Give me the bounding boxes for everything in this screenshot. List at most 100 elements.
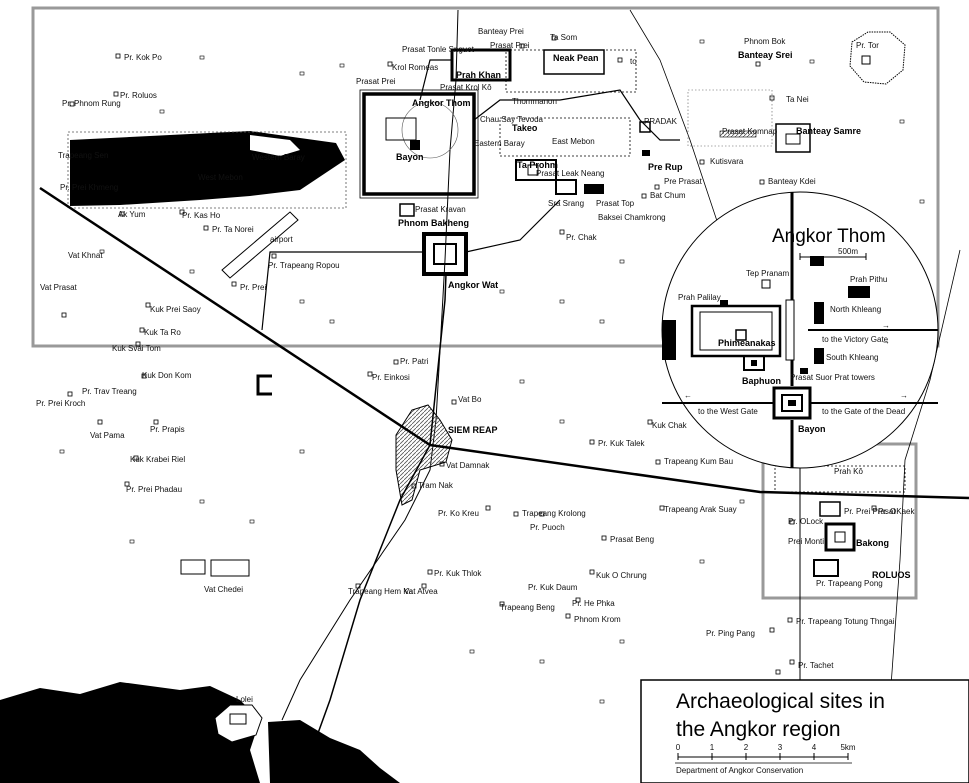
inset-prah-pithu-2	[810, 256, 824, 266]
site-label: Kuk Prei Saoy	[150, 305, 201, 314]
western-baray-inlet	[250, 135, 300, 156]
credit-label: Department of Angkor Conservation	[676, 766, 803, 775]
inset-royal-palace-inner	[699, 311, 773, 351]
angkor-thom-wall	[362, 92, 476, 196]
site-label: Pr. Trapeang Ropou	[268, 261, 340, 270]
jayatataka-baray	[505, 49, 637, 93]
inset-south-khleang	[814, 348, 824, 364]
site-label: Pr. OLock	[788, 517, 824, 526]
road-north	[429, 273, 447, 446]
phnom-bok-temple	[861, 55, 871, 65]
site-label: Trapeang Sen	[58, 151, 108, 160]
site-label: Prei Monti	[788, 537, 824, 546]
site-label: Trapeang Beng	[500, 603, 555, 612]
bakong-outer	[824, 522, 856, 552]
site-label: Pr. Trapeang Pong	[816, 579, 883, 588]
scale-tick-label: 3	[778, 743, 783, 752]
site-label: Prah Kô	[834, 467, 863, 476]
road-nw	[39, 186, 431, 447]
site-label: Prasat Krol Kô	[440, 83, 492, 92]
inset-label: Tep Pranam	[746, 269, 789, 278]
site-label: Pre Prasat	[664, 177, 703, 186]
prah-khan-enclosure	[450, 48, 512, 82]
site-label: Ak Yum	[118, 210, 146, 219]
site-label: Pr. Prei Kroch	[36, 399, 85, 408]
scale-ticks	[677, 753, 849, 760]
site-label: Pr. Prei Phadau	[126, 485, 182, 494]
main-site-label: TONLE SAP	[186, 742, 237, 752]
site-label: West Mebon	[198, 173, 243, 182]
inset-terrace	[785, 299, 795, 361]
bakong-inner	[834, 531, 846, 543]
inset-label: Prasat Suor Prat towers	[790, 373, 875, 382]
inset-north-khleang	[814, 302, 824, 324]
main-site-label: Banteay Srei	[738, 50, 793, 60]
site-label: East Mebon	[552, 137, 595, 146]
site-label: Prasat Beng	[610, 535, 654, 544]
site-label: Bat Chum	[650, 191, 686, 200]
site-label: PRADAK	[644, 117, 678, 126]
site-markers	[61, 35, 877, 675]
phnom-krom-temple	[229, 713, 247, 725]
inset-prasat-suor-prat	[800, 368, 808, 374]
west-baray-outline	[67, 131, 347, 209]
inset-left-block	[662, 320, 676, 360]
title-line-2: the Angkor region	[676, 718, 841, 741]
phnom-bakheng	[399, 203, 415, 217]
site-label: Kuk Chak	[652, 421, 688, 430]
title-cartouche	[640, 679, 969, 783]
site-label: Pr. Prei Khmeng	[60, 183, 118, 192]
site-label: Pr. Trav Treang	[82, 387, 137, 396]
road-east	[429, 443, 969, 500]
main-site-label: Angkor Thom	[412, 98, 471, 108]
site-label: Lolei	[236, 695, 253, 704]
site-label: Kuk O Chrung	[596, 571, 647, 580]
site-label: Vat Bo	[458, 395, 482, 404]
inset-prah-pithu-1	[848, 286, 870, 298]
site-label: Prasat Prei	[356, 77, 396, 86]
airport-runway	[221, 211, 299, 279]
site-label: airport	[270, 235, 293, 244]
east-mebon	[639, 121, 651, 133]
scale-tick-label: 1	[710, 743, 715, 752]
site-label: Kuk Krabei Riel	[130, 455, 185, 464]
main-site-label: Pre Rup	[648, 162, 683, 172]
site-label: Chau Say Tevoda	[480, 115, 544, 124]
site-label: Pr. Kuk Talek	[598, 439, 646, 448]
inset-scale-label: 500m	[838, 247, 858, 256]
baray-east-dotted	[687, 89, 773, 147]
inset-label: to the West Gate	[698, 407, 758, 416]
site-label: Pr. Einkosi	[372, 373, 410, 382]
site-label: Pr. Tor	[856, 41, 879, 50]
lolei-baray	[774, 465, 906, 493]
site-label: Prasat Leak Neang	[536, 169, 605, 178]
ta-prohm	[515, 159, 557, 181]
inset-arrow: →	[900, 391, 908, 400]
inset-label: Prah Pithu	[850, 275, 887, 284]
title-box	[640, 679, 969, 783]
angkor-wat-moat	[422, 232, 468, 276]
site-label: Banteay Kdei	[768, 177, 816, 186]
main-site-label: Neak Pean	[553, 53, 599, 63]
banteay-samre-inner	[785, 133, 801, 145]
site-label: Pr. Trapeang Totung Thngai	[796, 617, 895, 626]
inset-label: Prah Palilay	[678, 293, 721, 302]
inset-prah-palilay	[720, 300, 728, 306]
scale-tick-label: 2	[744, 743, 749, 752]
site-label: Vat Atvea	[404, 587, 438, 596]
royal-palace-block	[385, 117, 417, 141]
site-label: Pr. Tachet	[798, 661, 834, 670]
inset-arrow: ←	[684, 391, 692, 400]
banteay-kdei	[555, 179, 577, 195]
angkor-thom-moat	[359, 89, 479, 199]
road-south	[299, 444, 431, 783]
inset-bayon-outer	[772, 386, 812, 420]
field-markers	[59, 39, 925, 724]
site-label: Trapeang Hem Ka	[348, 587, 414, 596]
site-label: Ta Nei	[786, 95, 809, 104]
site-label: Vat Khnat	[68, 251, 103, 260]
pre-rup-dot	[642, 150, 650, 156]
site-label: Pr. OKaek	[878, 507, 915, 516]
inset-arrow: →	[882, 337, 890, 346]
